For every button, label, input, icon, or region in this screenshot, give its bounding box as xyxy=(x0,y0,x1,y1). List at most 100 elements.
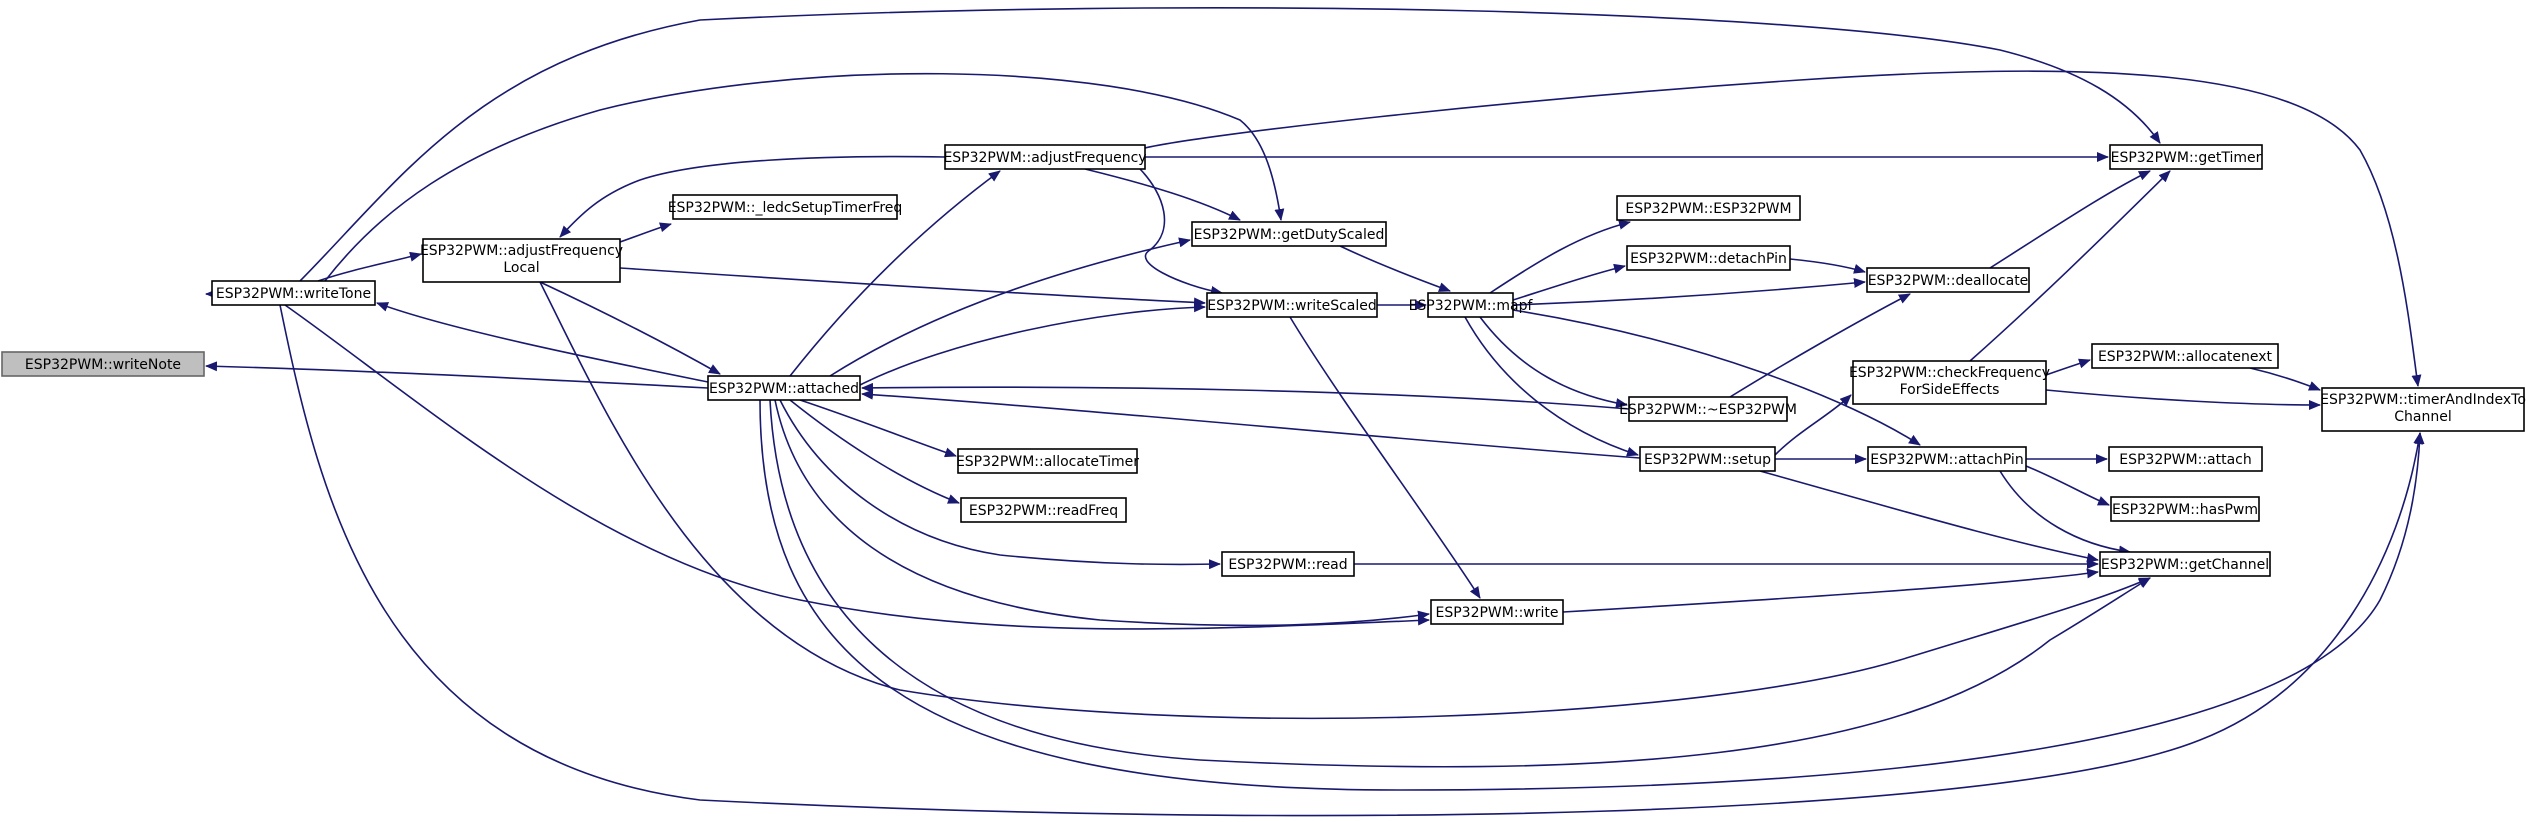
edge-setup-getChannel xyxy=(1759,470,2099,563)
node-label: ESP32PWM::setup xyxy=(1644,452,1771,468)
node-mapf[interactable]: ESP32PWM::mapf xyxy=(1409,292,1534,318)
edges-layer xyxy=(205,6,2425,817)
node-box xyxy=(1206,292,1378,318)
edge-adjustFrequencyLocal-ledcSetupTimerFreq xyxy=(619,222,672,243)
edge-deallocate-getTimer xyxy=(1989,170,2151,269)
edge-mapf-deallocate xyxy=(1512,278,1866,306)
node-label: ESP32PWM::adjustFrequency xyxy=(943,150,1146,166)
edge-writeTone-timerAndIndex xyxy=(279,304,2424,817)
node-label: ESP32PWM::allocatenext xyxy=(2098,349,2273,365)
node-label: ESP32PWM::checkFrequency xyxy=(1849,365,2050,381)
edge-attachPin-getChannel xyxy=(1999,470,2131,556)
edge-setup-attached xyxy=(861,389,1641,459)
edge-attached-readFreq xyxy=(789,399,960,504)
node-ledcSetupTimerFreq[interactable]: ESP32PWM::_ledcSetupTimerFreq xyxy=(668,194,903,220)
edge-mapf-setup xyxy=(1464,316,1639,457)
node-label: ESP32PWM::attachPin xyxy=(1870,452,2023,468)
node-label: ESP32PWM::getChannel xyxy=(2101,557,2269,573)
edge-dtor-attached xyxy=(861,382,1630,410)
node-label: ESP32PWM::ESP32PWM xyxy=(1625,201,1791,217)
node-box xyxy=(2091,343,2279,369)
edge-setup-checkFreq xyxy=(1774,394,1852,456)
node-box xyxy=(1867,446,2027,472)
node-box xyxy=(672,194,898,220)
node-label: ESP32PWM::_ledcSetupTimerFreq xyxy=(668,200,903,216)
edge-getDutyScaled-mapf xyxy=(1339,245,1451,292)
node-box xyxy=(211,280,376,306)
node-attach[interactable]: ESP32PWM::attach xyxy=(2108,446,2263,472)
edge-attachPin-hasPwm xyxy=(2025,465,2110,506)
node-label: ESP32PWM::getDutyScaled xyxy=(1194,227,1385,243)
node-box xyxy=(2109,144,2263,170)
edge-attached-getChannel xyxy=(769,399,2151,768)
node-getDutyScaled[interactable]: ESP32PWM::getDutyScaled xyxy=(1191,221,1387,247)
edge-mapf-dtor xyxy=(1479,316,1628,409)
node-readFreq[interactable]: ESP32PWM::readFreq xyxy=(960,497,1127,523)
edge-detachPin-deallocate xyxy=(1789,258,1866,274)
edge-adjustFrequency-adjustFrequencyLocal xyxy=(559,155,946,238)
node-box xyxy=(1852,360,2047,405)
node-label: ESP32PWM::deallocate xyxy=(1868,273,2029,289)
node-label: ESP32PWM::readFreq xyxy=(969,503,1118,519)
node-deallocate[interactable]: ESP32PWM::deallocate xyxy=(1866,267,2030,293)
nodes-layer: ESP32PWM::writeNote ESP32PWM::writeTone … xyxy=(1,144,2526,625)
node-label: ESP32PWM::writeScaled xyxy=(1207,298,1377,314)
node-adjustFrequency[interactable]: ESP32PWM::adjustFrequency xyxy=(943,144,1147,170)
node-box xyxy=(1191,221,1387,247)
node-writeScaled[interactable]: ESP32PWM::writeScaled xyxy=(1206,292,1378,318)
node-box xyxy=(1430,599,1564,625)
edge-attached-writeNote xyxy=(205,361,709,389)
node-box xyxy=(707,375,861,401)
edge-dtor-deallocate xyxy=(1729,293,1911,398)
node-box xyxy=(1,351,205,377)
edge-writeTone-getDutyScaled xyxy=(324,72,1285,282)
edge-attached-adjustFrequency xyxy=(789,170,1001,377)
node-checkFreq[interactable]: ESP32PWM::checkFrequency ForSideEffects xyxy=(1849,360,2050,405)
node-allocateTimer[interactable]: ESP32PWM::allocateTimer xyxy=(956,448,1139,474)
edge-mapf-attachPin xyxy=(1512,309,1921,446)
node-dtor[interactable]: ESP32PWM::~ESP32PWM xyxy=(1619,396,1797,422)
edge-attached-write xyxy=(774,399,1430,627)
edge-mapf-detachPin xyxy=(1512,263,1626,301)
node-box xyxy=(2110,496,2260,522)
node-adjustFrequencyLocal[interactable]: ESP32PWM::adjustFrequency Local xyxy=(420,238,623,283)
node-box xyxy=(1221,551,1355,577)
edge-allocatenext-timerAndIndex xyxy=(2249,367,2321,391)
edge-adjustFrequencyLocal-getChannel xyxy=(539,281,2151,720)
node-detachPin[interactable]: ESP32PWM::detachPin xyxy=(1626,245,1791,271)
node-attachPin[interactable]: ESP32PWM::attachPin xyxy=(1867,446,2027,472)
node-setup[interactable]: ESP32PWM::setup xyxy=(1639,446,1776,472)
node-label: ESP32PWM::attach xyxy=(2119,452,2252,468)
node-label-line2: Local xyxy=(503,260,539,276)
node-hasPwm[interactable]: ESP32PWM::hasPwm xyxy=(2110,496,2260,522)
node-getChannel[interactable]: ESP32PWM::getChannel xyxy=(2099,551,2271,577)
edge-mapf-ctor xyxy=(1489,219,1631,294)
node-ctor[interactable]: ESP32PWM::ESP32PWM xyxy=(1616,195,1801,221)
node-allocatenext[interactable]: ESP32PWM::allocatenext xyxy=(2091,343,2279,369)
node-write[interactable]: ESP32PWM::write xyxy=(1430,599,1564,625)
node-label: ESP32PWM::detachPin xyxy=(1630,251,1787,267)
node-attached[interactable]: ESP32PWM::attached xyxy=(707,375,861,401)
node-label: ESP32PWM::adjustFrequency xyxy=(420,243,623,259)
node-label-line2: Channel xyxy=(2394,409,2451,425)
node-getTimer[interactable]: ESP32PWM::getTimer xyxy=(2109,144,2263,170)
node-box xyxy=(944,144,1146,170)
edge-write-getChannel xyxy=(1562,568,2099,613)
node-label: ESP32PWM::attached xyxy=(709,381,859,397)
node-box xyxy=(1616,195,1801,221)
node-writeTone[interactable]: ESP32PWM::writeTone xyxy=(211,280,376,306)
node-read[interactable]: ESP32PWM::read xyxy=(1221,551,1355,577)
node-timerAndIndex[interactable]: ESP32PWM::timerAndIndexTo Channel xyxy=(2320,387,2526,432)
edge-adjustFrequencyLocal-writeScaled xyxy=(619,267,1206,308)
node-label: ESP32PWM::hasPwm xyxy=(2112,502,2258,518)
node-box xyxy=(1628,396,1788,422)
node-label: ESP32PWM::getTimer xyxy=(2111,150,2262,166)
node-label-line2: ForSideEffects xyxy=(1900,382,2000,398)
edge-attached-writeTone xyxy=(376,302,709,383)
node-box xyxy=(422,238,621,283)
node-label: ESP32PWM::allocateTimer xyxy=(956,454,1139,470)
node-label: ESP32PWM::read xyxy=(1228,557,1347,573)
edge-attached-getDutyScaled xyxy=(829,237,1191,377)
node-writeNote[interactable]: ESP32PWM::writeNote xyxy=(1,351,205,377)
